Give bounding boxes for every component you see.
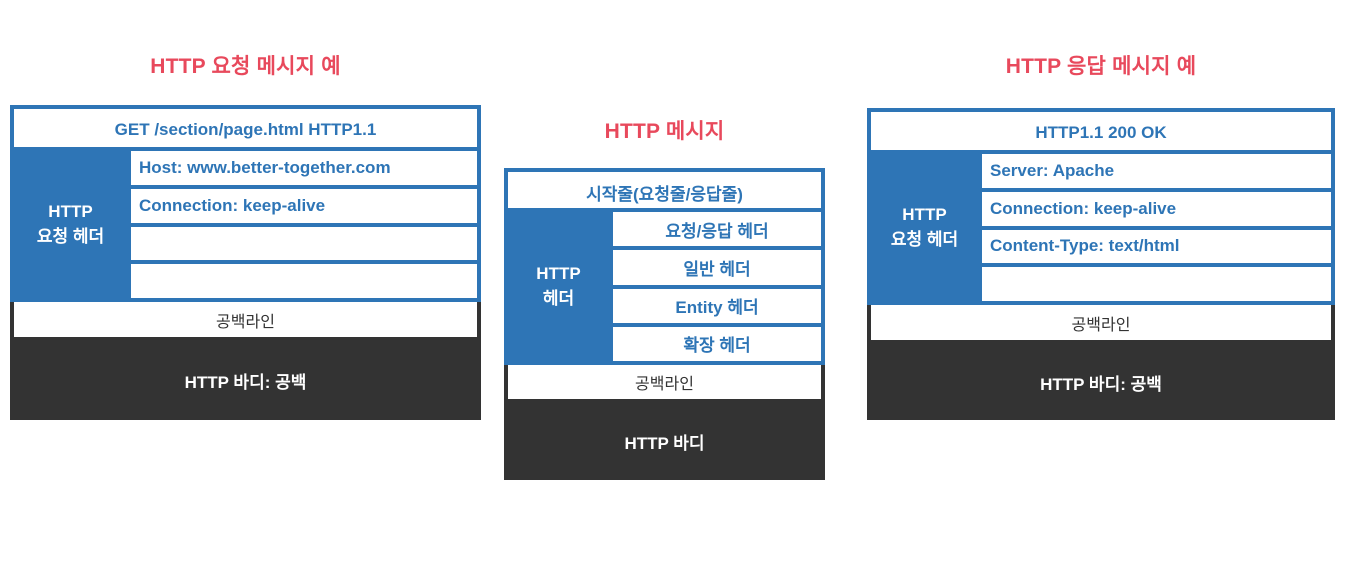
response-header-row-server: Server: Apache: [982, 154, 1331, 188]
response-header-row-connection: Connection: keep-alive: [982, 191, 1331, 226]
http-response-panel: HTTP 응답 메시지 예 HTTP1.1 200 OK HTTP 요청 헤더 …: [867, 50, 1335, 420]
response-blank-line-text: 공백라인: [871, 305, 1331, 340]
response-header-band: HTTP 요청 헤더 Server: Apache Connection: ke…: [867, 150, 1335, 305]
generic-header-band: HTTP 헤더 요청/응답 헤더 일반 헤더 Entity 헤더 확장 헤더: [504, 208, 825, 365]
request-header-band: HTTP 요청 헤더 Host: www.better-together.com…: [10, 147, 481, 302]
request-start-line-text: GET /section/page.html HTTP1.1: [18, 113, 473, 147]
response-blank-line-box: 공백라인: [867, 305, 1335, 344]
response-header-row-content-type: Content-Type: text/html: [982, 229, 1331, 264]
generic-header-label: HTTP 헤더: [504, 208, 613, 365]
http-request-panel: HTTP 요청 메시지 예 GET /section/page.html HTT…: [10, 50, 481, 420]
generic-header-row-entity: Entity 헤더: [613, 288, 821, 323]
generic-start-line-text: 시작줄(요청줄/응답줄): [512, 176, 817, 208]
request-start-line-box: GET /section/page.html HTTP1.1: [10, 105, 481, 147]
request-header-label-line2: 요청 헤더: [36, 226, 105, 246]
generic-header-rows: 요청/응답 헤더 일반 헤더 Entity 헤더 확장 헤더: [613, 208, 825, 365]
request-header-label: HTTP 요청 헤더: [10, 147, 131, 302]
request-body-block: HTTP 바디: 공백: [10, 341, 481, 420]
generic-header-label-line2: 헤더: [542, 288, 575, 308]
generic-blank-line-text: 공백라인: [508, 365, 821, 399]
request-header-row-host: Host: www.better-together.com: [131, 151, 477, 185]
generic-header-row-extension: 확장 헤더: [613, 326, 821, 361]
request-panel-title: HTTP 요청 메시지 예: [150, 55, 341, 78]
response-header-row-empty-1: [982, 267, 1331, 301]
response-start-line-box: HTTP1.1 200 OK: [867, 108, 1335, 150]
request-blank-line-box: 공백라인: [10, 302, 481, 341]
generic-panel-title: HTTP 메시지: [604, 120, 725, 143]
response-body-block: HTTP 바디: 공백: [867, 344, 1335, 420]
response-header-label-line2: 요청 헤더: [890, 229, 959, 249]
generic-header-row-request-response: 요청/응답 헤더: [613, 212, 821, 247]
response-header-rows: Server: Apache Connection: keep-alive Co…: [982, 150, 1335, 305]
generic-header-row-general: 일반 헤더: [613, 250, 821, 285]
request-header-rows: Host: www.better-together.com Connection…: [131, 147, 481, 302]
request-header-row-connection: Connection: keep-alive: [131, 188, 477, 223]
request-header-row-empty-2: [131, 264, 477, 298]
generic-start-line-box: 시작줄(요청줄/응답줄): [504, 168, 825, 208]
response-header-label-line1: HTTP: [902, 204, 947, 224]
http-message-panel: HTTP 메시지 시작줄(요청줄/응답줄) HTTP 헤더 요청/응답 헤더 일…: [504, 115, 825, 480]
response-panel-title: HTTP 응답 메시지 예: [1005, 55, 1197, 78]
response-start-line-text: HTTP1.1 200 OK: [875, 116, 1327, 150]
generic-body-block: HTTP 바디: [504, 403, 825, 480]
request-header-label-line1: HTTP: [48, 201, 93, 221]
generic-blank-line-box: 공백라인: [504, 365, 825, 403]
request-blank-line-text: 공백라인: [14, 302, 477, 337]
response-header-label: HTTP 요청 헤더: [867, 150, 982, 305]
request-header-row-empty-1: [131, 226, 477, 261]
generic-header-label-line1: HTTP: [536, 263, 581, 283]
